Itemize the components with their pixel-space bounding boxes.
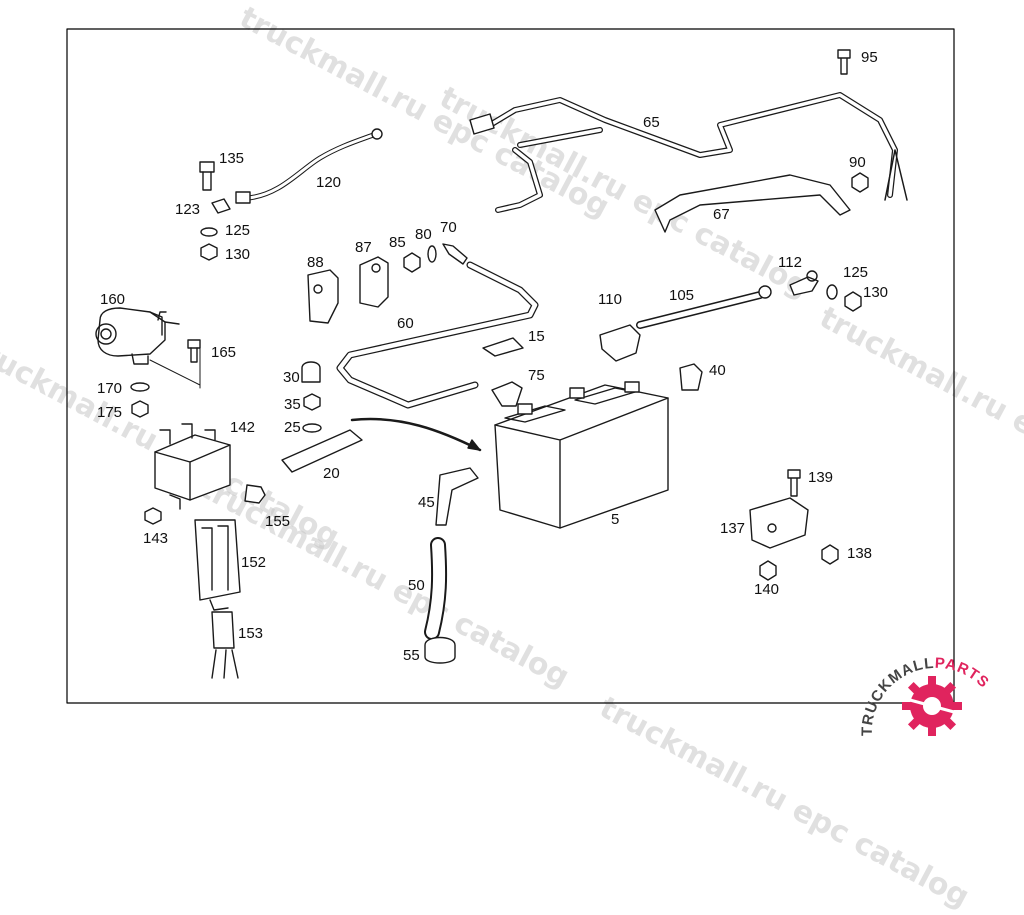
callout-15: 15 <box>528 328 545 345</box>
harness-65 <box>469 92 908 213</box>
callout-90: 90 <box>849 154 866 171</box>
clamp-75 <box>491 381 523 407</box>
callout-120: 120 <box>316 174 342 191</box>
terminal-70 <box>442 243 468 265</box>
callout-130b: 130 <box>863 284 889 301</box>
nut-85 <box>403 252 421 273</box>
nut-138 <box>821 544 839 565</box>
callout-88: 88 <box>307 254 324 271</box>
callout-138: 138 <box>847 545 873 562</box>
bracket-67 <box>654 174 851 233</box>
callout-152: 152 <box>241 554 267 571</box>
callout-50: 50 <box>408 577 425 594</box>
callout-170: 170 <box>97 380 123 397</box>
callout-123: 123 <box>175 201 201 218</box>
nut-143 <box>144 507 162 525</box>
connector-153 <box>211 611 239 679</box>
washer-170 <box>130 382 150 392</box>
washer-125a <box>200 227 218 237</box>
bracket-87 <box>359 256 389 308</box>
callout-60: 60 <box>397 315 414 332</box>
cap-30 <box>301 361 321 383</box>
callout-80: 80 <box>415 226 432 243</box>
bracket-88 <box>307 269 339 324</box>
nut-130b <box>844 291 862 312</box>
callout-25: 25 <box>284 419 301 436</box>
truckmall-parts-logo: TRUCKMALLPARTS <box>859 655 992 736</box>
callout-75: 75 <box>528 367 545 384</box>
terminal-112 <box>789 276 819 296</box>
callout-142: 142 <box>230 419 256 436</box>
terminal-112-hole <box>806 270 818 282</box>
cable-120 <box>235 128 383 204</box>
callout-20: 20 <box>323 465 340 482</box>
plug-40 <box>679 363 703 391</box>
nut-175 <box>131 400 149 418</box>
battery-5 <box>494 381 669 529</box>
washer-125b <box>826 284 838 300</box>
callout-165: 165 <box>211 344 237 361</box>
callout-153: 153 <box>238 625 264 642</box>
callout-130a: 130 <box>225 246 251 263</box>
washer-25 <box>302 423 322 433</box>
bracket-137-hole <box>767 523 777 533</box>
callout-140: 140 <box>754 581 780 598</box>
callout-45: 45 <box>418 494 435 511</box>
relay-160 <box>95 307 201 386</box>
cable-105 <box>636 285 772 329</box>
bracket-87-hole <box>371 263 381 273</box>
callout-105: 105 <box>669 287 695 304</box>
bolt-139 <box>787 469 801 497</box>
elbow-45 <box>435 467 479 526</box>
callout-5: 5 <box>611 511 620 528</box>
callout-87: 87 <box>355 239 372 256</box>
callout-160: 160 <box>100 291 126 308</box>
callout-85: 85 <box>389 234 406 251</box>
bolt-135 <box>199 161 215 191</box>
callout-112: 112 <box>778 254 802 271</box>
nut-130a <box>200 243 218 261</box>
arrow <box>350 417 482 452</box>
callout-67: 67 <box>713 206 730 223</box>
callout-155: 155 <box>265 513 291 530</box>
bolt-165 <box>187 339 201 389</box>
callout-65: 65 <box>643 114 660 131</box>
terminal-110 <box>599 324 641 362</box>
clip-15 <box>482 337 524 357</box>
diagram-frame <box>66 28 955 704</box>
callout-55: 55 <box>403 647 420 664</box>
arrow-head <box>467 439 481 451</box>
diagram-drawing <box>66 28 955 704</box>
callout-30: 30 <box>283 369 300 386</box>
nut-35 <box>303 393 321 411</box>
callout-125a: 125 <box>225 222 251 239</box>
callout-143: 143 <box>143 530 169 547</box>
bracket-137 <box>749 497 809 549</box>
callout-175: 175 <box>97 404 123 421</box>
connector-152 <box>194 519 241 611</box>
screw-155 <box>244 484 266 504</box>
callout-135: 135 <box>219 150 245 167</box>
callout-70: 70 <box>440 219 457 236</box>
grommet-55 <box>424 636 456 664</box>
callout-125b: 125 <box>843 264 869 281</box>
bolt-95 <box>837 49 851 75</box>
callout-139: 139 <box>808 469 834 486</box>
logo-text-right: PARTS <box>934 655 992 692</box>
callout-110: 110 <box>598 291 622 308</box>
callout-95: 95 <box>861 49 878 66</box>
bracket-88-hole <box>313 284 323 294</box>
nut-90 <box>851 172 869 193</box>
callout-40: 40 <box>709 362 726 379</box>
nut-140 <box>759 560 777 581</box>
terminal-123 <box>211 198 231 214</box>
callout-35: 35 <box>284 396 301 413</box>
washer-80 <box>427 245 437 263</box>
relay-142 <box>154 423 231 510</box>
callout-137: 137 <box>720 520 746 537</box>
cable-60 <box>336 261 539 409</box>
bracket-20 <box>281 429 363 473</box>
